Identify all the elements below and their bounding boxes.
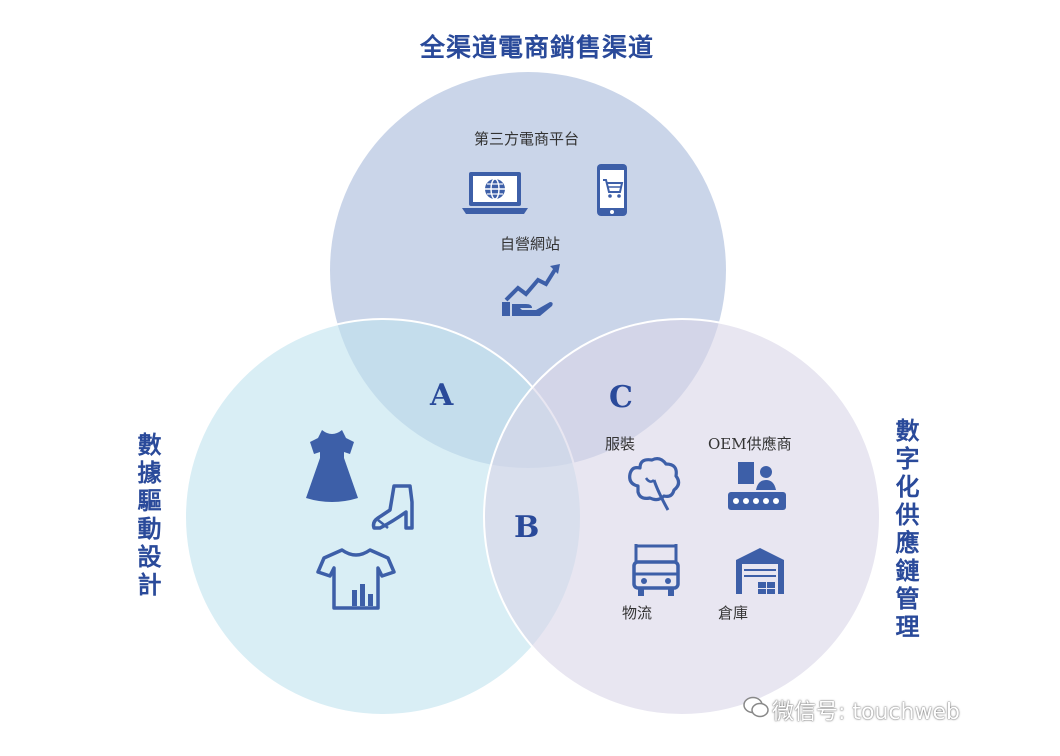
- warehouse-icon: [736, 548, 784, 594]
- high-heel-icon: [371, 484, 414, 530]
- apparel-label: 服裝: [605, 435, 636, 453]
- left-title: 數據驅動設計: [133, 432, 161, 600]
- own-website-label: 自營網站: [500, 235, 561, 253]
- third-party-platform-label: 第三方電商平台: [474, 130, 580, 148]
- laptop-globe-icon: [462, 172, 528, 214]
- tshirt-icon: [316, 548, 396, 610]
- phone-cart-icon: [597, 164, 627, 216]
- logistics-truck-icon: [632, 544, 680, 596]
- right-title: 數字化供應鏈管理: [891, 418, 919, 642]
- factory-worker-icon: [728, 462, 786, 510]
- top-title: 全渠道電商銷售渠道: [420, 33, 655, 62]
- cotton-icon: [628, 457, 681, 511]
- overlap-a-label: A: [430, 378, 454, 413]
- watermark-text: 微信号: touchweb: [772, 700, 960, 725]
- growth-hand-icon: [502, 264, 560, 316]
- right-circle: [483, 318, 881, 716]
- overlap-b-label: B: [514, 510, 540, 545]
- dress-icon: [306, 430, 358, 502]
- logistics-label: 物流: [622, 604, 653, 622]
- warehouse-label: 倉庫: [718, 604, 749, 622]
- oem-supplier-label: OEM供應商: [708, 435, 792, 453]
- overlap-c-label: C: [609, 380, 633, 415]
- wechat-icon: [743, 696, 769, 718]
